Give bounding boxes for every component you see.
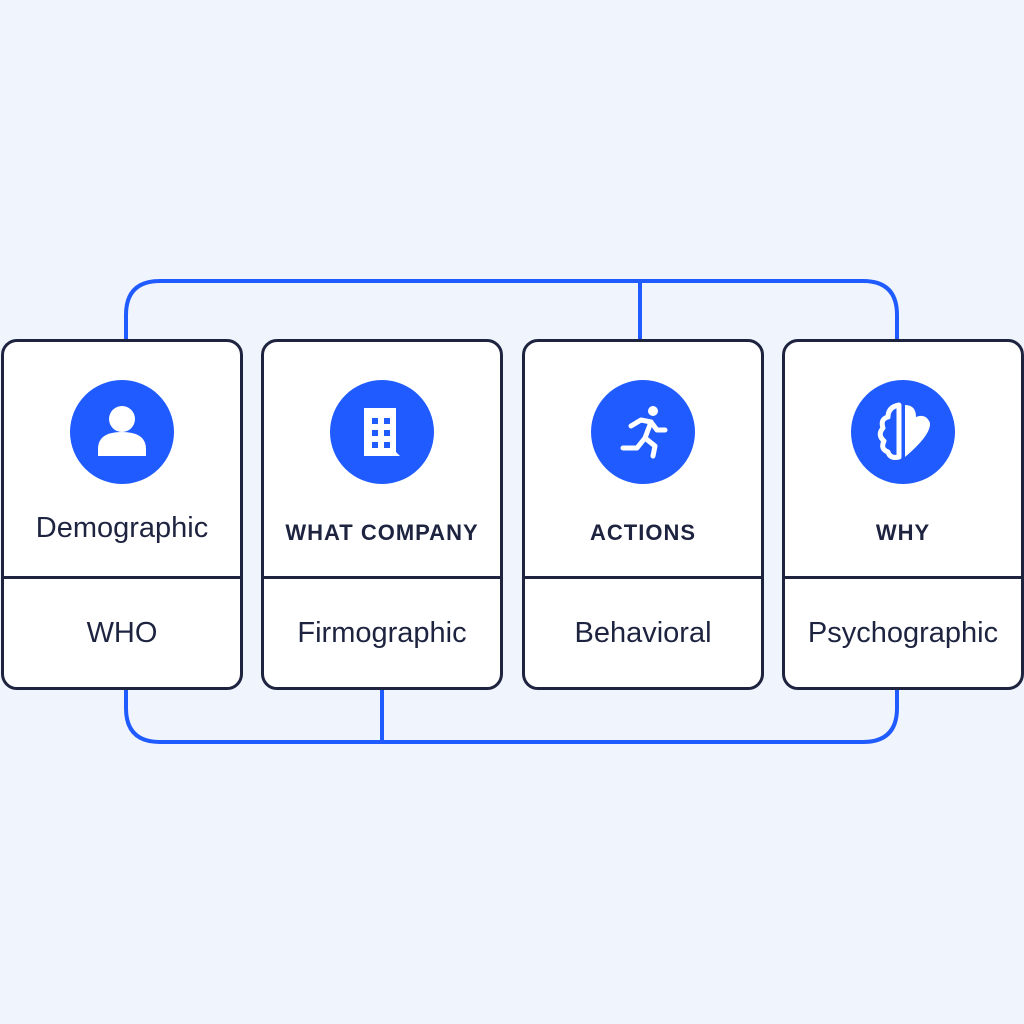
card-label: WHO <box>86 616 158 649</box>
card-label: Psychographic <box>807 616 999 649</box>
card-title: WHAT COMPANY <box>285 520 479 545</box>
brain-heart-icon <box>851 380 955 484</box>
card-title: Demographic <box>35 512 209 544</box>
building-icon <box>330 380 434 484</box>
bottom-connector <box>124 688 899 744</box>
running-person-icon <box>591 380 695 484</box>
card-title: WHY <box>875 520 931 545</box>
card-label: Behavioral <box>574 616 712 649</box>
card-title: ACTIONS <box>590 520 696 545</box>
card-psychographic: WHY Psychographic <box>782 339 1024 690</box>
card-behavioral: ACTIONS Behavioral <box>522 339 764 690</box>
top-connector <box>124 279 899 339</box>
card-firmographic: WHAT COMPANY Firmographic <box>261 339 503 690</box>
card-label: Firmographic <box>297 616 467 649</box>
card-demographic: Demographic WHO <box>1 339 243 690</box>
person-icon <box>70 380 174 484</box>
